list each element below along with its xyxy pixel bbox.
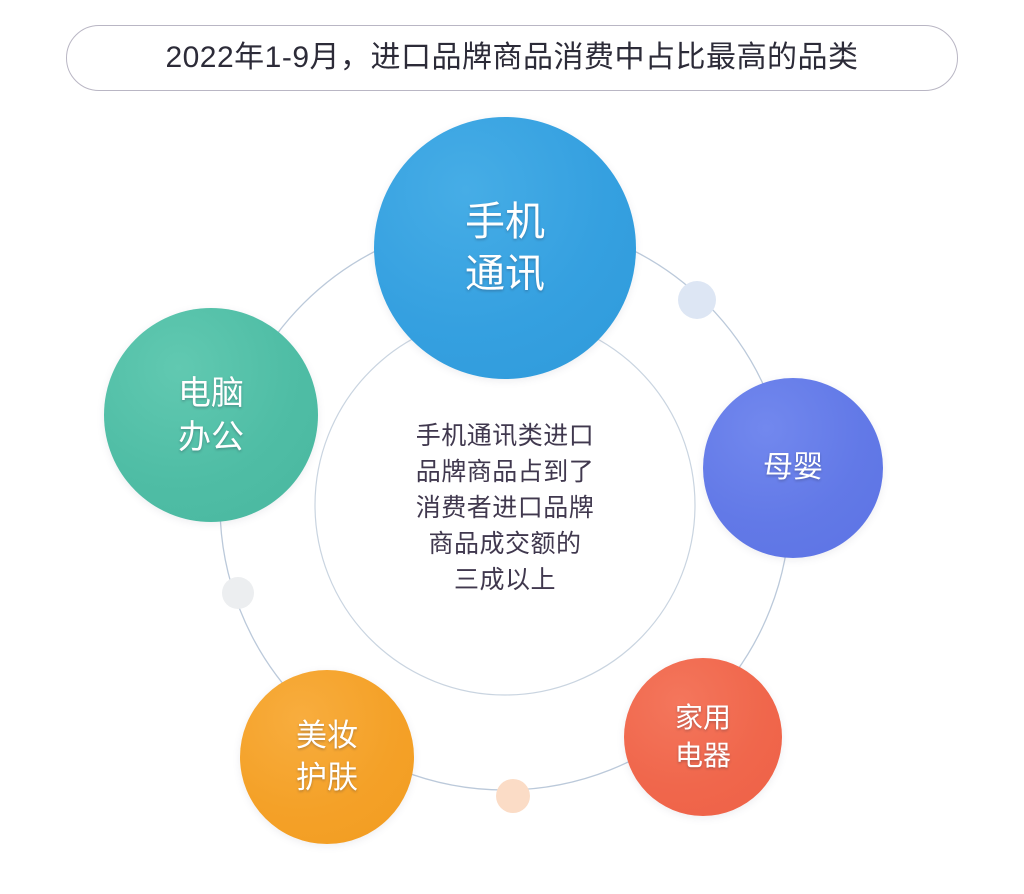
bubble-mother-baby[interactable]: 母婴 — [703, 378, 883, 558]
center-annotation-line2: 品牌商品占到了 — [415, 458, 595, 486]
accent-dot-blue — [678, 281, 716, 319]
page-title: 2022年1-9月，进口品牌商品消费中占比最高的品类 — [165, 41, 859, 74]
center-annotation-line5: 三成以上 — [453, 566, 556, 594]
accent-dot-peach — [496, 779, 530, 813]
center-annotation-line4: 商品成交额的 — [428, 530, 582, 558]
bubble-computer-office[interactable]: 电脑 办公 — [104, 308, 318, 522]
bubble-beauty-skincare[interactable]: 美妆 护肤 — [240, 670, 414, 844]
bubble-mother-baby-label: 母婴 — [763, 451, 823, 484]
bubble-home-appliance[interactable]: 家用 电器 — [624, 658, 782, 816]
bubble-computer-label-line1: 电脑 — [178, 374, 244, 411]
bubble-beauty-label-line2: 护肤 — [296, 760, 358, 795]
bubble-beauty-label-line1: 美妆 — [296, 718, 358, 753]
center-annotation: 手机通讯类进口 品牌商品占到了 消费者进口品牌 商品成交额的 三成以上 — [355, 418, 655, 598]
bubble-appliance-label-line2: 电器 — [674, 740, 731, 771]
bubble-mobile-communication[interactable]: 手机 通讯 — [374, 117, 636, 379]
center-annotation-line1: 手机通讯类进口 — [415, 422, 595, 450]
bubble-appliance-label-line1: 家用 — [674, 702, 731, 733]
title-pill: 2022年1-9月，进口品牌商品消费中占比最高的品类 — [66, 25, 958, 91]
bubble-mobile-label-line1: 手机 — [465, 200, 545, 244]
center-annotation-line3: 消费者进口品牌 — [415, 494, 595, 522]
accent-dot-gray — [222, 577, 254, 609]
bubble-computer-label-line2: 办公 — [178, 418, 244, 455]
bubble-mobile-label-line2: 通讯 — [465, 252, 545, 296]
